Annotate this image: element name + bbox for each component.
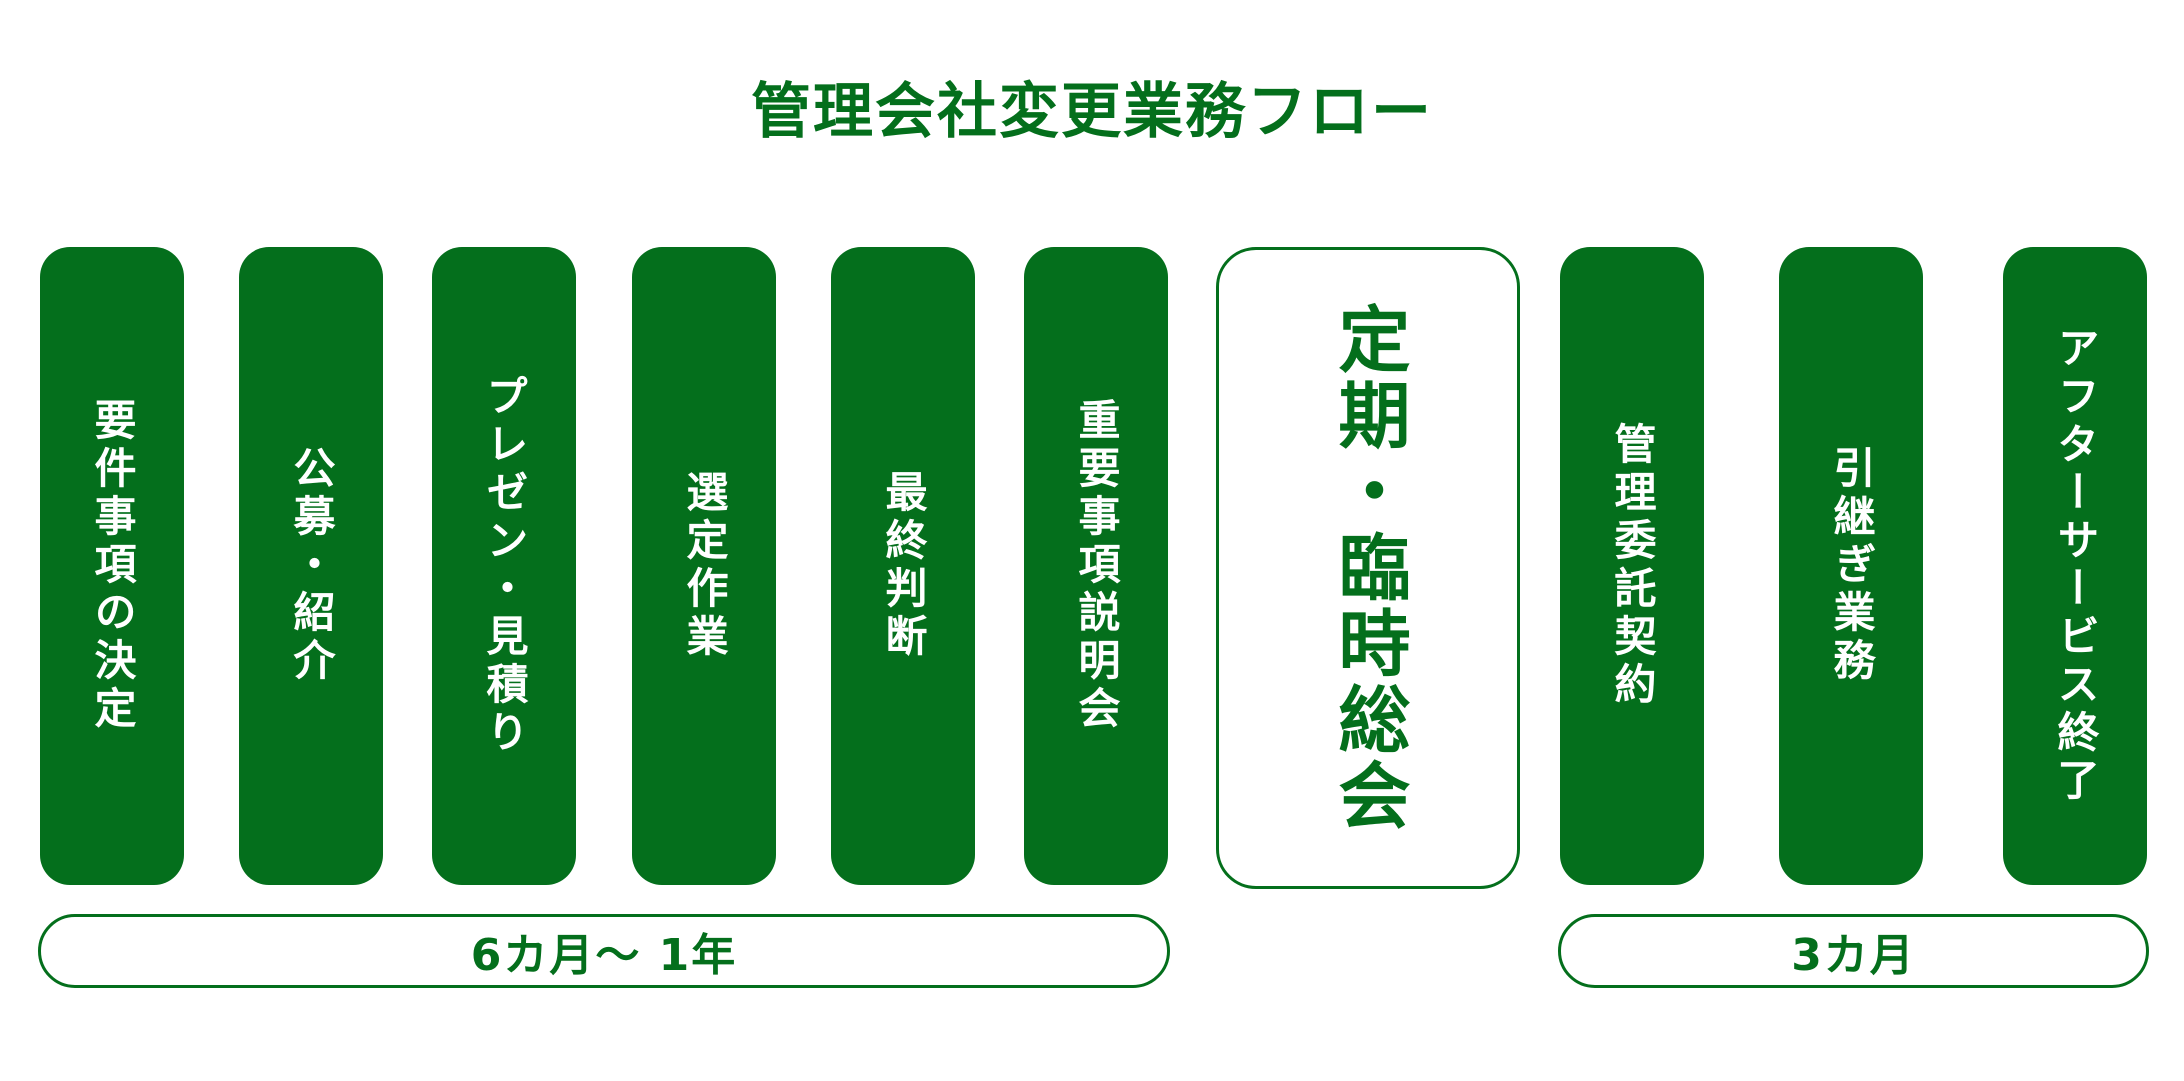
step-selection: 選定作業 [632, 247, 776, 885]
period-label: 6カ月～ 1年 [470, 930, 738, 981]
step-general-meeting: 定期・臨時総会 [1216, 247, 1520, 889]
period-label: 3カ月 [1791, 930, 1916, 981]
step-label: 要件事項の決定 [88, 398, 137, 734]
step-presentation: プレゼン・見積り [432, 247, 576, 885]
step-label: 定期・臨時総会 [1326, 302, 1410, 834]
step-label: アフターサービス終了 [2051, 326, 2100, 806]
step-label: 引継ぎ業務 [1827, 446, 1876, 686]
step-recruitment: 公募・紹介 [239, 247, 383, 885]
step-label: 管理委託契約 [1608, 422, 1657, 710]
period-bar-long: 6カ月～ 1年 [38, 914, 1170, 988]
step-contract: 管理委託契約 [1560, 247, 1704, 885]
step-briefing: 重要事項説明会 [1024, 247, 1168, 885]
step-label: 選定作業 [680, 470, 729, 662]
step-label: 重要事項説明会 [1072, 398, 1121, 734]
step-requirements: 要件事項の決定 [40, 247, 184, 885]
step-label: 公募・紹介 [287, 446, 336, 686]
step-final-decision: 最終判断 [831, 247, 975, 885]
step-after-service: アフターサービス終了 [2003, 247, 2147, 885]
page-title: 管理会社変更業務フロー [751, 77, 1433, 147]
step-handover: 引継ぎ業務 [1779, 247, 1923, 885]
period-bar-short: 3カ月 [1558, 914, 2149, 988]
step-label: プレゼン・見積り [480, 374, 529, 758]
step-label: 最終判断 [879, 470, 928, 662]
